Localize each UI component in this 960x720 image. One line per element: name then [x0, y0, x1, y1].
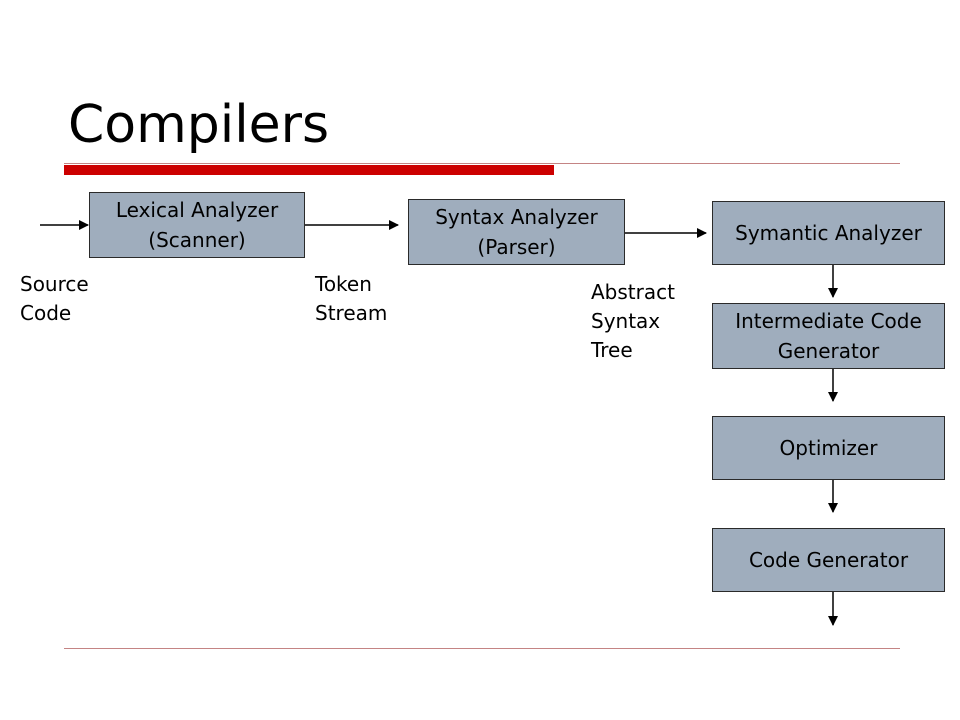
syntax-analyzer-box: Syntax Analyzer (Parser): [408, 199, 625, 265]
abstract-syntax-tree-label: Abstract Syntax Tree: [591, 280, 675, 362]
code-generator-box: Code Generator: [712, 528, 945, 592]
title-underline-accent: [64, 165, 554, 175]
bottom-rule: [64, 648, 900, 649]
title-underline-thin: [64, 163, 900, 164]
source-code-label: Source Code: [20, 272, 89, 325]
semantic-analyzer-box: Symantic Analyzer: [712, 201, 945, 265]
token-stream-label: Token Stream: [315, 272, 388, 325]
intermediate-code-generator-box: Intermediate Code Generator: [712, 303, 945, 369]
optimizer-box: Optimizer: [712, 416, 945, 480]
lexical-analyzer-box: Lexical Analyzer (Scanner): [89, 192, 305, 258]
slide-title: Compilers: [68, 95, 330, 155]
